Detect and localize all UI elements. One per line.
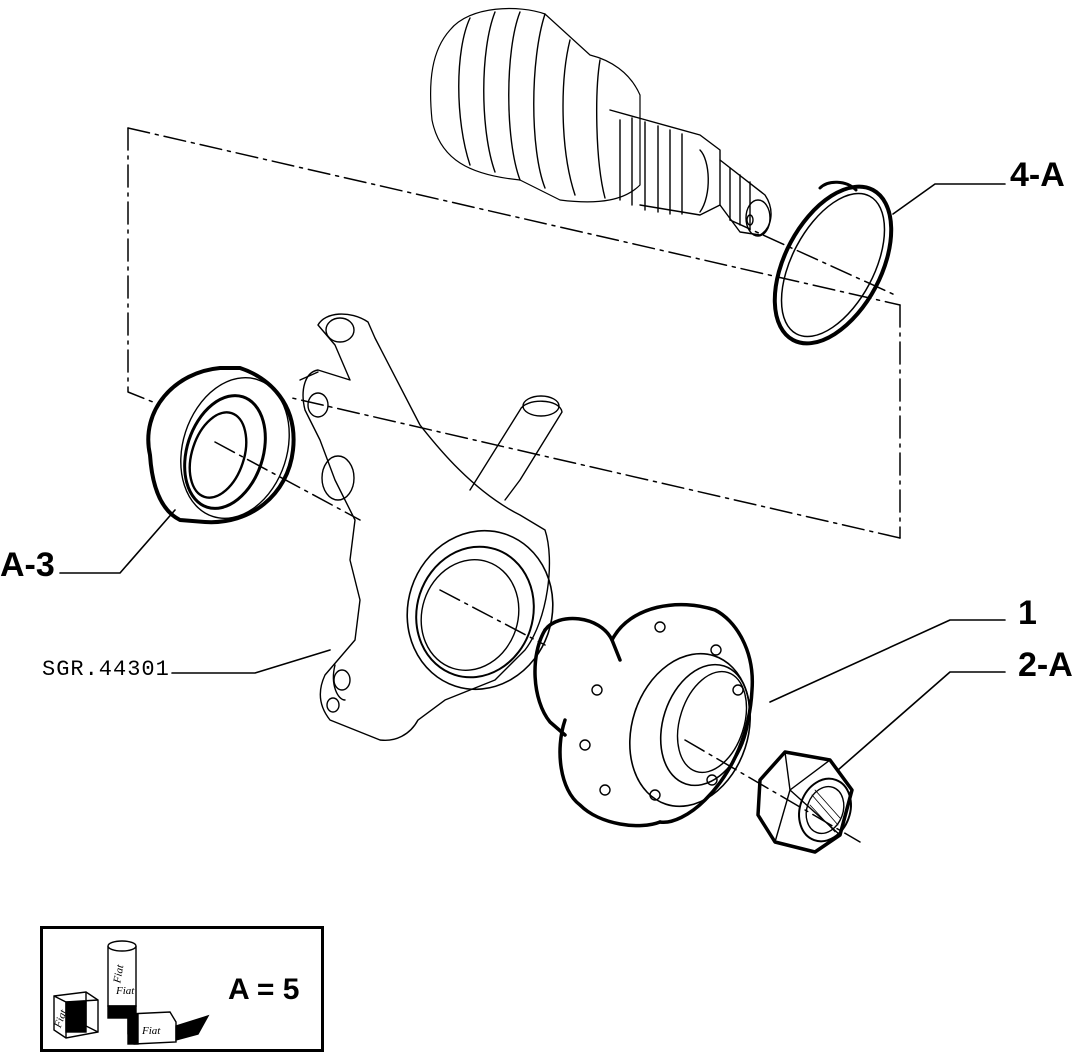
callout-4-a: 4-A [1010,156,1065,194]
wheel-hub [533,602,754,828]
steering-knuckle [299,313,563,742]
callout-1: 1 [1018,594,1037,632]
oil-seal [146,366,296,525]
cv-joint-shaft [430,7,772,237]
callout-2-a: 2-A [1018,646,1073,684]
svg-text:Fiat: Fiat [141,1025,161,1037]
can-label: Fiat [111,963,126,985]
circlip-ring [772,180,894,346]
legend-equation: A = 5 [228,973,300,1006]
hub-nut [756,750,854,854]
svg-text:Fiat: Fiat [115,985,135,997]
fiat-lubricant-icon: Fiat Fiat Fiat Fiat [52,940,210,1045]
assembly-axis-lines [127,127,901,843]
reference-code: SGR.44301 [42,657,170,682]
callout-a-3: A-3 [0,546,55,584]
leader-lines [59,183,1006,771]
